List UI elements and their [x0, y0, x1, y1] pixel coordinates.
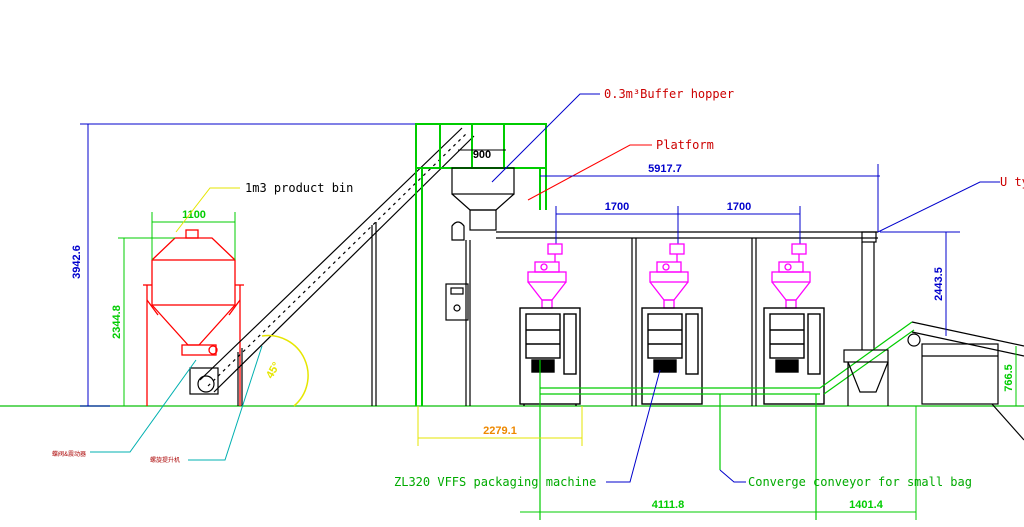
bin-width-label: 1100	[182, 209, 206, 221]
product-bin-leader	[175, 187, 240, 233]
spacing-dimensions	[555, 206, 801, 244]
buffer-hopper-callout: 0.3m³Buffer hopper	[604, 87, 734, 101]
converge-leader	[719, 469, 746, 483]
distribution-pipe	[496, 231, 878, 406]
conveyor-height-dimension	[880, 231, 960, 336]
converge-callout: Converge conveyor for small bag	[748, 475, 972, 489]
overall-height-label: 3942.6	[71, 245, 83, 279]
conveyor-height-label: 2443.5	[933, 267, 945, 301]
platform-support	[445, 240, 471, 406]
dosing-head-1	[527, 243, 567, 309]
screw-angle-label: 45°	[264, 360, 283, 380]
cn-leader-1	[90, 359, 197, 453]
u-type-callout: U ty	[1000, 175, 1024, 189]
hopper-width-label: 900	[473, 149, 491, 161]
buffer-hopper-leader	[491, 93, 600, 183]
buffer-hopper	[451, 167, 515, 241]
bin-height-label: 2344.8	[111, 305, 123, 339]
vffs-leader	[606, 369, 661, 483]
product-bin	[143, 229, 244, 406]
cn-label-2: 螺旋提升机	[150, 456, 180, 464]
top-length-label: 5917.7	[648, 163, 682, 175]
length-b-label: 1401.4	[849, 499, 884, 511]
cn-leader-2	[188, 345, 263, 461]
dosing-head-2	[649, 243, 689, 309]
vffs-callout: ZL320 VFFS packaging machine	[394, 475, 596, 489]
overall-height-dimension	[80, 123, 460, 407]
u-type-conveyor	[843, 321, 1024, 441]
platform-callout: Platform	[656, 138, 714, 152]
vffs-machine-2	[641, 307, 703, 405]
platform-frame	[415, 123, 547, 406]
bin-width-dimension	[151, 212, 236, 260]
screw-angle-arc	[261, 334, 309, 407]
bin-height-dimension	[118, 237, 175, 406]
spacing-1-label: 1700	[605, 201, 629, 213]
vffs-machine-3	[763, 307, 825, 405]
screw-elevator	[189, 127, 475, 406]
top-length-dimension	[540, 164, 880, 232]
converge-conveyor	[539, 321, 915, 520]
dosing-head-3	[771, 243, 811, 309]
right-height-label: 766.5	[1003, 364, 1015, 392]
platform-width-label: 2279.1	[483, 425, 517, 437]
spacing-2-label: 1700	[727, 201, 751, 213]
bottom-length-dimensions	[520, 406, 917, 520]
vffs-machine-1	[519, 307, 581, 406]
product-bin-callout: 1m3 product bin	[245, 181, 353, 195]
length-a-label: 4111.8	[652, 499, 684, 511]
cn-label-1: 蝶阀&震动器	[52, 450, 86, 458]
u-type-leader	[877, 181, 1000, 233]
platform-width-dimension	[417, 406, 583, 446]
platform-leader	[527, 144, 652, 201]
